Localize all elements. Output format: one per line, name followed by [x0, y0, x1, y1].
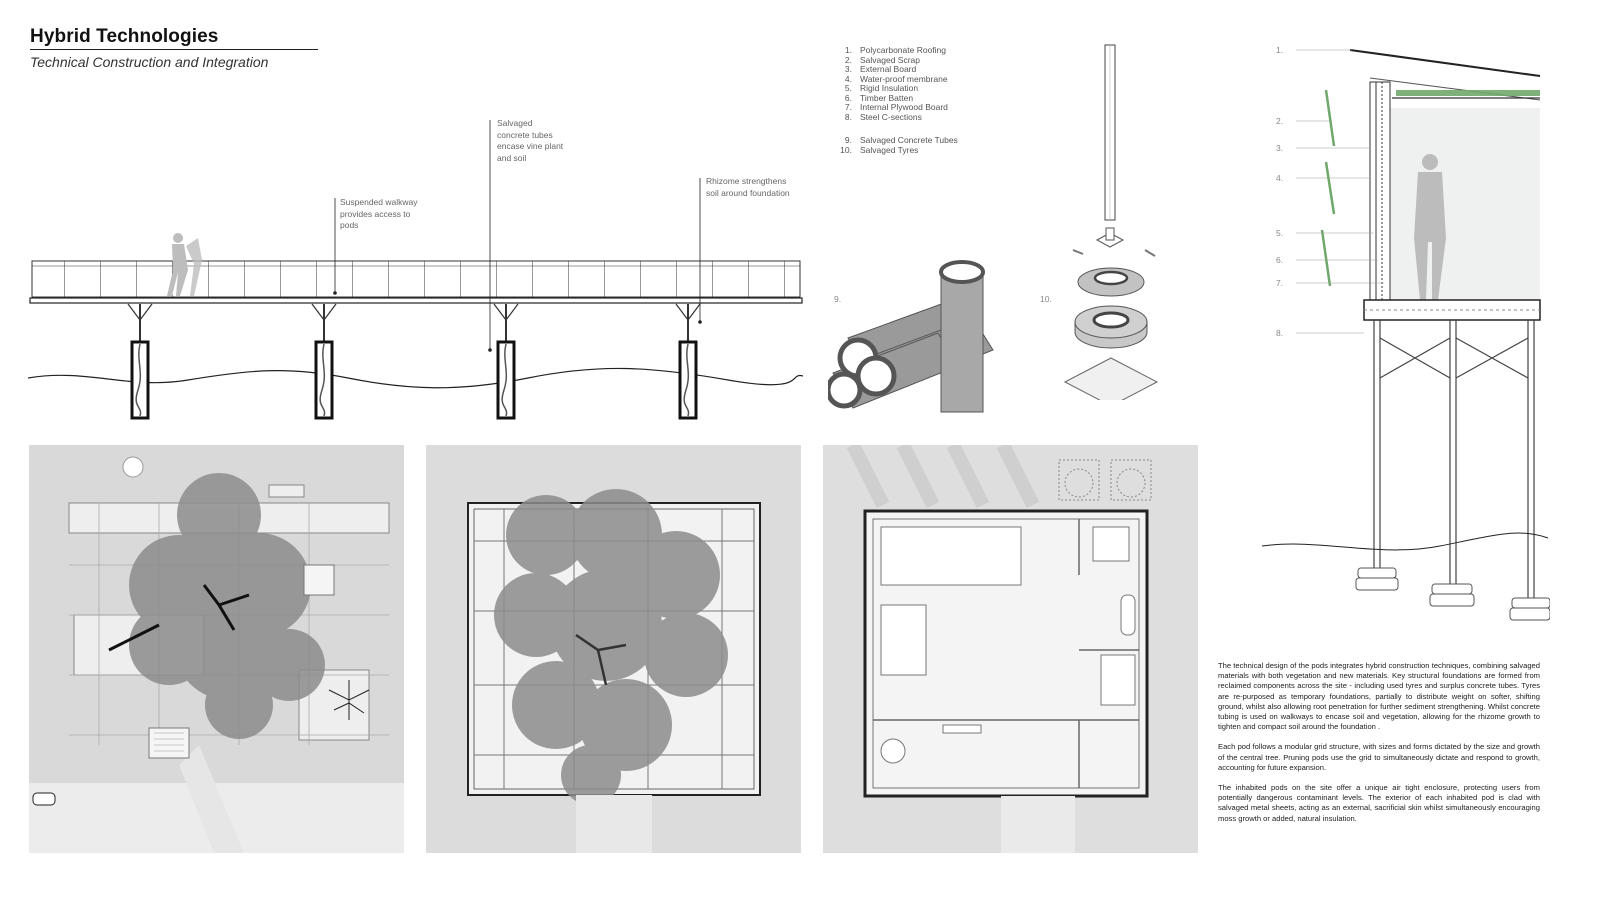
polycarbonate-roof: [1349, 49, 1541, 77]
legend-item: 10.Salvaged Tyres: [840, 144, 919, 155]
page-title: Hybrid Technologies: [30, 26, 219, 47]
description-paragraph: Each pod follows a modular grid structur…: [1218, 742, 1540, 772]
legend-item: 9.Salvaged Concrete Tubes: [844, 135, 958, 145]
stilt-frame: [1373, 320, 1535, 613]
materials-legend: 1.Polycarbonate Roofing 2.Salvaged Scrap…: [830, 45, 958, 155]
walkway-section-drawing: [28, 120, 803, 420]
site-plan-pruning-pod: [29, 445, 404, 853]
tyre-upper: [1077, 267, 1145, 297]
tree-canopy: [129, 473, 325, 739]
section-callout-3: 3.: [1276, 143, 1284, 153]
ground-line: [28, 367, 803, 389]
stairs: [148, 727, 190, 759]
legend-item: 8.Steel C-sections: [844, 111, 922, 122]
tyre-footings: [1355, 567, 1550, 621]
title-underline: [30, 49, 318, 50]
inhabited-pod-floor-plan: [823, 445, 1198, 853]
grid-pod-plan: [426, 445, 801, 853]
walkway-deck: [29, 297, 803, 304]
stairs: [303, 564, 335, 596]
pod-interior: [1390, 108, 1540, 300]
ground-line: [1261, 532, 1549, 551]
vertical-tube: [940, 269, 984, 413]
green-roof: [1396, 90, 1540, 96]
section-callout-8: 8.: [1276, 328, 1284, 338]
description-paragraph: The technical design of the pods integra…: [1218, 661, 1540, 732]
tree-branches: [575, 633, 627, 686]
pod-wall-section: [1261, 49, 1550, 621]
legend-item: 6.Timber Batten: [844, 92, 914, 103]
ground-pad: [1063, 357, 1159, 400]
section-callout-2: 2.: [1276, 116, 1284, 126]
legend-item: 1.Polycarbonate Roofing: [844, 45, 947, 55]
furniture: [880, 526, 1136, 764]
hatch-shadow: [846, 445, 1040, 509]
section-callout-5: 5.: [1276, 228, 1284, 238]
annotation-concrete-tubes: Salvaged concrete tubes encase vine plan…: [497, 118, 564, 163]
tube-end: [855, 355, 897, 397]
description-paragraph: The inhabited pods on the site offer a u…: [1218, 783, 1540, 823]
section-callout-7: 7.: [1276, 278, 1284, 288]
legend-item: 3.External Board: [844, 64, 917, 74]
vehicle: [32, 792, 56, 806]
section-callout-4: 4.: [1276, 173, 1284, 183]
section-callout-1: 1.: [1276, 45, 1284, 55]
occupant-silhouette: [1414, 154, 1446, 300]
tree-branches: [108, 584, 250, 652]
moss-cladding: [1320, 89, 1336, 287]
callout-tyres: 10.: [1040, 294, 1052, 304]
person-silhouette: [167, 233, 202, 296]
entry-path: [576, 795, 652, 853]
legend-item: 5.Rigid Insulation: [844, 83, 919, 93]
base-plate: [1095, 227, 1125, 248]
annotation-suspended-walkway: Suspended walkway provides access to pod…: [340, 197, 418, 230]
callout-tubes: 9.: [834, 294, 842, 304]
tree-canopy: [494, 489, 728, 805]
page-subtitle: Technical Construction and Integration: [30, 54, 269, 70]
section-callout-leaders: [1296, 49, 1384, 334]
tyre-footings: [1058, 459, 1152, 501]
pier-supports: [127, 303, 701, 420]
skylight: [122, 456, 144, 478]
legend-item: 4.Water-proof membrane: [844, 73, 948, 84]
tyre-foundation-exploded: [1063, 44, 1159, 400]
tube-end: [828, 371, 863, 409]
concrete-tubes-axonometric: [828, 260, 994, 413]
tree-small: [328, 680, 370, 720]
tyre-lower: [1074, 305, 1148, 349]
annotation-rhizome: Rhizome strengthens soil around foundati…: [706, 176, 790, 198]
interior-partitions: [873, 519, 1139, 788]
section-callout-6: 6.: [1276, 255, 1284, 265]
project-description: The technical design of the pods integra…: [1218, 661, 1540, 834]
wall-layers: [1369, 81, 1391, 303]
entry-path: [1001, 796, 1075, 853]
legend-item: 7.Internal Plywood Board: [844, 102, 948, 112]
legend-item: 2.Salvaged Scrap: [844, 54, 921, 65]
